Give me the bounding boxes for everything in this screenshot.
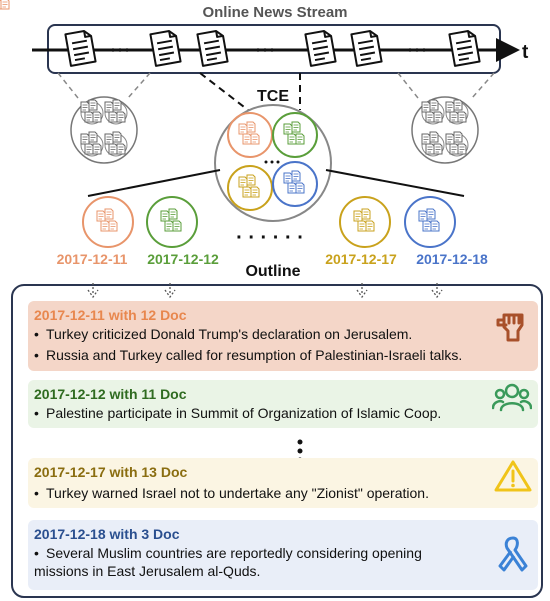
event-card-header: 2017-12-11 with 12 Doc <box>34 307 187 323</box>
timeline-gap: · · · · · · <box>236 227 304 249</box>
date-label-2017-12-12: 2017-12-12 <box>147 251 219 267</box>
stream-ellipses <box>111 48 426 52</box>
event-bullet-text: Turkey criticized Donald Trump's declara… <box>46 326 413 342</box>
event-card-header: 2017-12-12 with 11 Doc <box>34 386 187 402</box>
bullet-dot: • <box>34 326 39 342</box>
tce-connectors <box>199 72 301 111</box>
event-card-2017-12-12: 2017-12-12 with 11 Doc • Palestine partic… <box>28 380 538 428</box>
cluster-bubble-right <box>411 96 479 164</box>
document-icon <box>149 28 182 67</box>
stream-title: Online News Stream <box>202 4 347 21</box>
warning-triangle-icon <box>494 460 532 492</box>
date-cluster-2017-12-12 <box>146 196 198 248</box>
event-bullet-text: Russia and Turkey called for resumption … <box>46 347 463 363</box>
outline-arrows <box>87 283 443 299</box>
bullet-dot: • <box>34 545 39 561</box>
event-card-2017-12-17: 2017-12-17 with 13 Doc • Turkey warned Is… <box>28 458 538 508</box>
document-icon <box>350 28 383 67</box>
bullet-dot: • <box>34 485 39 501</box>
document-icon <box>304 28 337 67</box>
document-icon <box>196 28 229 67</box>
raised-fist-icon <box>496 313 524 342</box>
date-label-2017-12-11: 2017-12-11 <box>57 251 128 267</box>
ribbon-icon <box>498 536 528 572</box>
event-bullet: • Turkey criticized Donald Trump's declar… <box>34 326 412 342</box>
event-bullet-text: Palestine participate in Summit of Organ… <box>46 405 442 421</box>
document-icon <box>64 28 97 67</box>
date-cluster-2017-12-18 <box>404 196 456 248</box>
event-card-header: 2017-12-17 with 13 Doc <box>34 464 188 480</box>
date-cluster-2017-12-11 <box>0 0 134 248</box>
event-card-2017-12-18: 2017-12-18 with 3 Doc •Several Muslim co… <box>28 520 538 590</box>
cluster-bubble-left <box>70 96 138 164</box>
event-bullet: • Russia and Turkey called for resumption… <box>34 347 462 363</box>
date-label-2017-12-18: 2017-12-18 <box>416 251 488 267</box>
event-card-header: 2017-12-18 with 3 Doc <box>34 526 180 542</box>
event-bullet: • Palestine participate in Summit of Orga… <box>34 405 441 421</box>
time-axis-label: t <box>522 42 529 63</box>
event-card-2017-12-11: 2017-12-11 with 12 Doc • Turkey criticize… <box>28 301 538 371</box>
bullet-dot: • <box>34 405 39 421</box>
event-bullet: •Several Muslim countries are reportedly… <box>34 544 479 580</box>
side-connectors <box>57 72 495 99</box>
date-cluster-2017-12-17 <box>339 196 391 248</box>
people-group-icon <box>492 383 532 412</box>
funnel-lines <box>87 169 465 197</box>
tce-label: TCE <box>257 88 289 105</box>
outline-label: Outline <box>245 263 300 280</box>
bullet-dot: • <box>34 347 39 363</box>
event-bullet: • Turkey warned Israel not to undertake a… <box>34 485 429 501</box>
event-bullet-text: Turkey warned Israel not to undertake an… <box>46 485 429 501</box>
date-label-2017-12-17: 2017-12-17 <box>325 251 397 267</box>
document-icon <box>448 28 481 67</box>
event-bullet-text: Several Muslim countries are reportedly … <box>34 545 422 579</box>
tce-bubble <box>214 104 332 222</box>
